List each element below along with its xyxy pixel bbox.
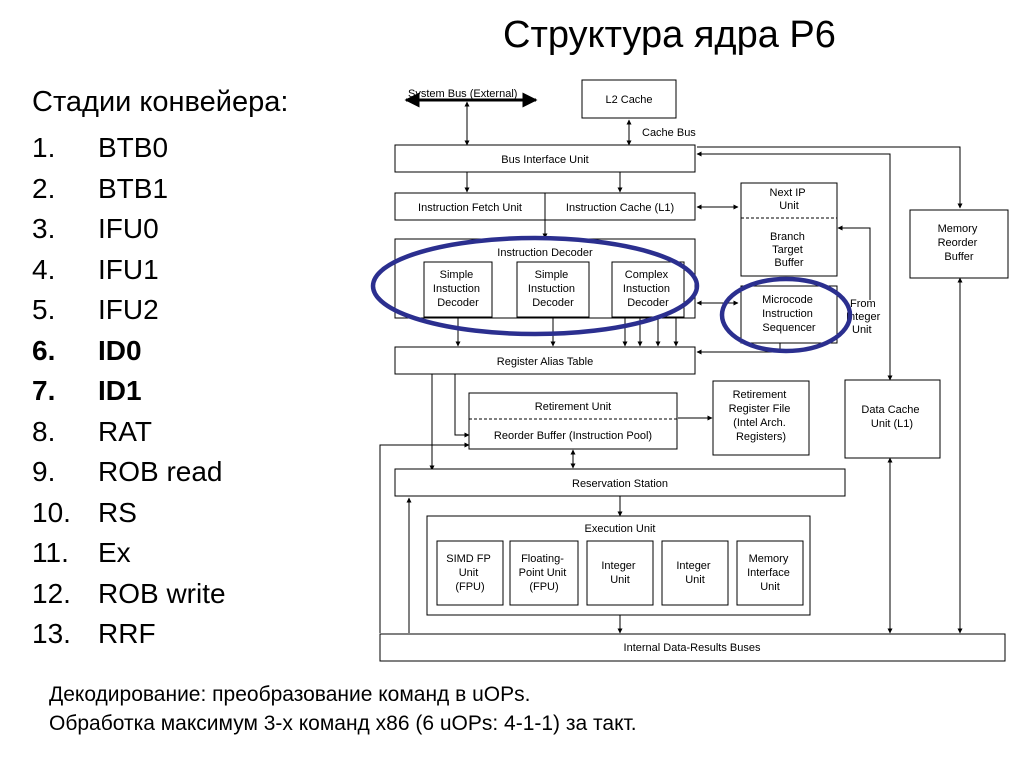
stage-label: IFU1 xyxy=(98,253,159,285)
pipeline-stage-item: 4. IFU1 xyxy=(32,250,226,291)
memory-reorder-buffer-box xyxy=(909,209,1009,279)
instruction-fetch-unit-label: Instruction Fetch Unit xyxy=(418,202,522,214)
stage-number: 4. xyxy=(32,253,56,285)
stage-label: ID0 xyxy=(98,334,142,366)
l2-cache-box xyxy=(581,79,677,119)
stage-label: Ex xyxy=(98,537,131,568)
pipeline-stage-item: 1. BTB0 xyxy=(32,128,226,169)
reservation-station-label: Reservation Station xyxy=(572,478,668,490)
instruction-decoder-label: Instruction Decoder xyxy=(497,247,593,259)
simd-fp-unit-label: SIMD FP Unit (FPU) xyxy=(446,553,493,593)
pipeline-stage-item: 9. ROB read xyxy=(32,452,226,493)
pipeline-stage-item: 7. ID1 xyxy=(32,371,226,412)
decoder-highlight-ellipse xyxy=(370,235,700,337)
execution-unit-label: Execution Unit xyxy=(585,523,656,535)
footnote-throughput: Обработка максимум 3-х команд x86 (6 uOP… xyxy=(49,712,637,735)
register-alias-table-label: Register Alias Table xyxy=(497,356,593,368)
pipeline-stage-item: 13. RRF xyxy=(32,614,226,655)
bus-interface-unit-box xyxy=(394,144,696,173)
pipeline-stage-item: 5. IFU2 xyxy=(32,290,226,331)
stage-number: 3. xyxy=(32,213,56,244)
pipeline-stage-item: 11. Ex xyxy=(32,533,226,574)
stage-number: 11. xyxy=(32,537,69,568)
pipeline-stage-item: 3. IFU0 xyxy=(32,209,226,250)
pipeline-stage-item: 12. ROB write xyxy=(32,574,226,615)
internal-data-results-buses-label: Internal Data-Results Buses xyxy=(624,642,761,654)
retirement-unit-box xyxy=(468,392,678,450)
integer-unit-1-label: Integer Unit xyxy=(601,560,638,586)
instruction-cache-box xyxy=(544,192,696,221)
memory-reorder-buffer-label: Memory Reorder Buffer xyxy=(938,223,981,263)
floating-point-unit-label: Floating- Point Unit (FPU) xyxy=(519,553,570,593)
stage-label: BTB0 xyxy=(98,132,169,163)
stage-label: ID1 xyxy=(98,375,142,406)
microcode-highlight-ellipse xyxy=(719,276,853,354)
bus-interface-unit-label: Bus Interface Unit xyxy=(501,154,588,166)
register-alias-table-box xyxy=(394,346,696,375)
stage-label: RAT xyxy=(98,415,152,447)
stage-label: BTB1 xyxy=(98,172,169,204)
l2-cache-label: L2 Cache xyxy=(605,94,652,106)
branch-target-buffer-label: Branch Target Buffer xyxy=(770,231,808,269)
integer-unit-2-box xyxy=(661,540,729,606)
stage-number: 7. xyxy=(32,375,56,406)
stage-label: IFU0 xyxy=(98,213,159,244)
simple-decoder-1-box xyxy=(423,261,493,318)
instruction-fetch-unit-box xyxy=(394,192,546,221)
complex-decoder-box xyxy=(611,261,685,318)
pipeline-stage-item: 8. RAT xyxy=(32,412,226,453)
stage-number: 13. xyxy=(32,618,71,649)
pipeline-stage-item: 6. ID0 xyxy=(32,331,226,372)
simple-decoder-1-label: Simple Instuction Decoder xyxy=(433,269,483,309)
pipeline-stage-item: 10. RS xyxy=(32,493,226,534)
stage-number: 9. xyxy=(32,456,56,487)
footnote-decoding: Декодирование: преобразование команд в u… xyxy=(49,683,531,706)
stage-number: 8. xyxy=(32,415,56,447)
diagram-wires xyxy=(379,92,963,634)
stage-label: RRF xyxy=(98,618,156,649)
footnotes: Декодирование: преобразование команд в u… xyxy=(49,680,637,738)
retirement-unit-label: Retirement Unit xyxy=(535,401,611,413)
system-bus-label: System Bus (External) xyxy=(408,88,517,100)
stage-number: 5. xyxy=(32,294,56,325)
retirement-register-file-label: Retirement Register File (Intel Arch. Re… xyxy=(729,389,794,443)
stage-label: ROB write xyxy=(98,577,226,609)
integer-unit-1-box xyxy=(586,540,654,606)
simd-fp-unit-box xyxy=(436,540,504,606)
from-integer-unit-label: From Integer Unit xyxy=(846,298,883,336)
stages-heading: Стадии конвейера: xyxy=(32,86,289,118)
floating-point-unit-box xyxy=(509,540,579,606)
internal-data-results-buses-box xyxy=(379,633,1006,662)
next-ip-label: Next IP Unit xyxy=(770,187,809,212)
microcode-sequencer-label: Microcode Instruction Sequencer xyxy=(762,294,816,334)
stage-number: 10. xyxy=(32,496,71,528)
complex-decoder-label: Complex Instuction Decoder xyxy=(623,269,673,309)
simple-decoder-2-label: Simple Instuction Decoder xyxy=(528,269,578,309)
data-cache-unit-label: Data Cache Unit (L1) xyxy=(861,404,922,430)
integer-unit-2-label: Integer Unit xyxy=(676,560,713,586)
pipeline-stages-list: 1. BTB0 2. BTB1 3. IFU0 4. IFU1 5. IFU2 6. ID0 7. ID1… xyxy=(32,128,226,655)
slide-title: Структура ядра P6 xyxy=(503,14,836,56)
stage-label: RS xyxy=(98,496,137,528)
data-cache-unit-box xyxy=(844,379,941,459)
stage-number: 12. xyxy=(32,577,71,609)
memory-interface-unit-box xyxy=(736,540,804,606)
stage-number: 6. xyxy=(32,334,56,366)
stage-label: IFU2 xyxy=(98,294,159,325)
reorder-buffer-label: Reorder Buffer (Instruction Pool) xyxy=(494,430,652,442)
instruction-cache-label: Instruction Cache (L1) xyxy=(566,202,674,214)
stage-number: 1. xyxy=(32,132,56,163)
retirement-register-file-box xyxy=(712,380,810,456)
stage-number: 2. xyxy=(32,172,56,204)
cache-bus-label: Cache Bus xyxy=(642,127,696,139)
microcode-sequencer-box xyxy=(740,285,838,344)
simple-decoder-2-box xyxy=(516,261,590,318)
pipeline-stage-item: 2. BTB1 xyxy=(32,169,226,210)
stage-label: ROB read xyxy=(98,456,223,487)
reservation-station-box xyxy=(394,468,846,497)
next-ip-btb-box xyxy=(740,182,838,277)
memory-interface-unit-label: Memory Interface Unit xyxy=(747,553,793,593)
